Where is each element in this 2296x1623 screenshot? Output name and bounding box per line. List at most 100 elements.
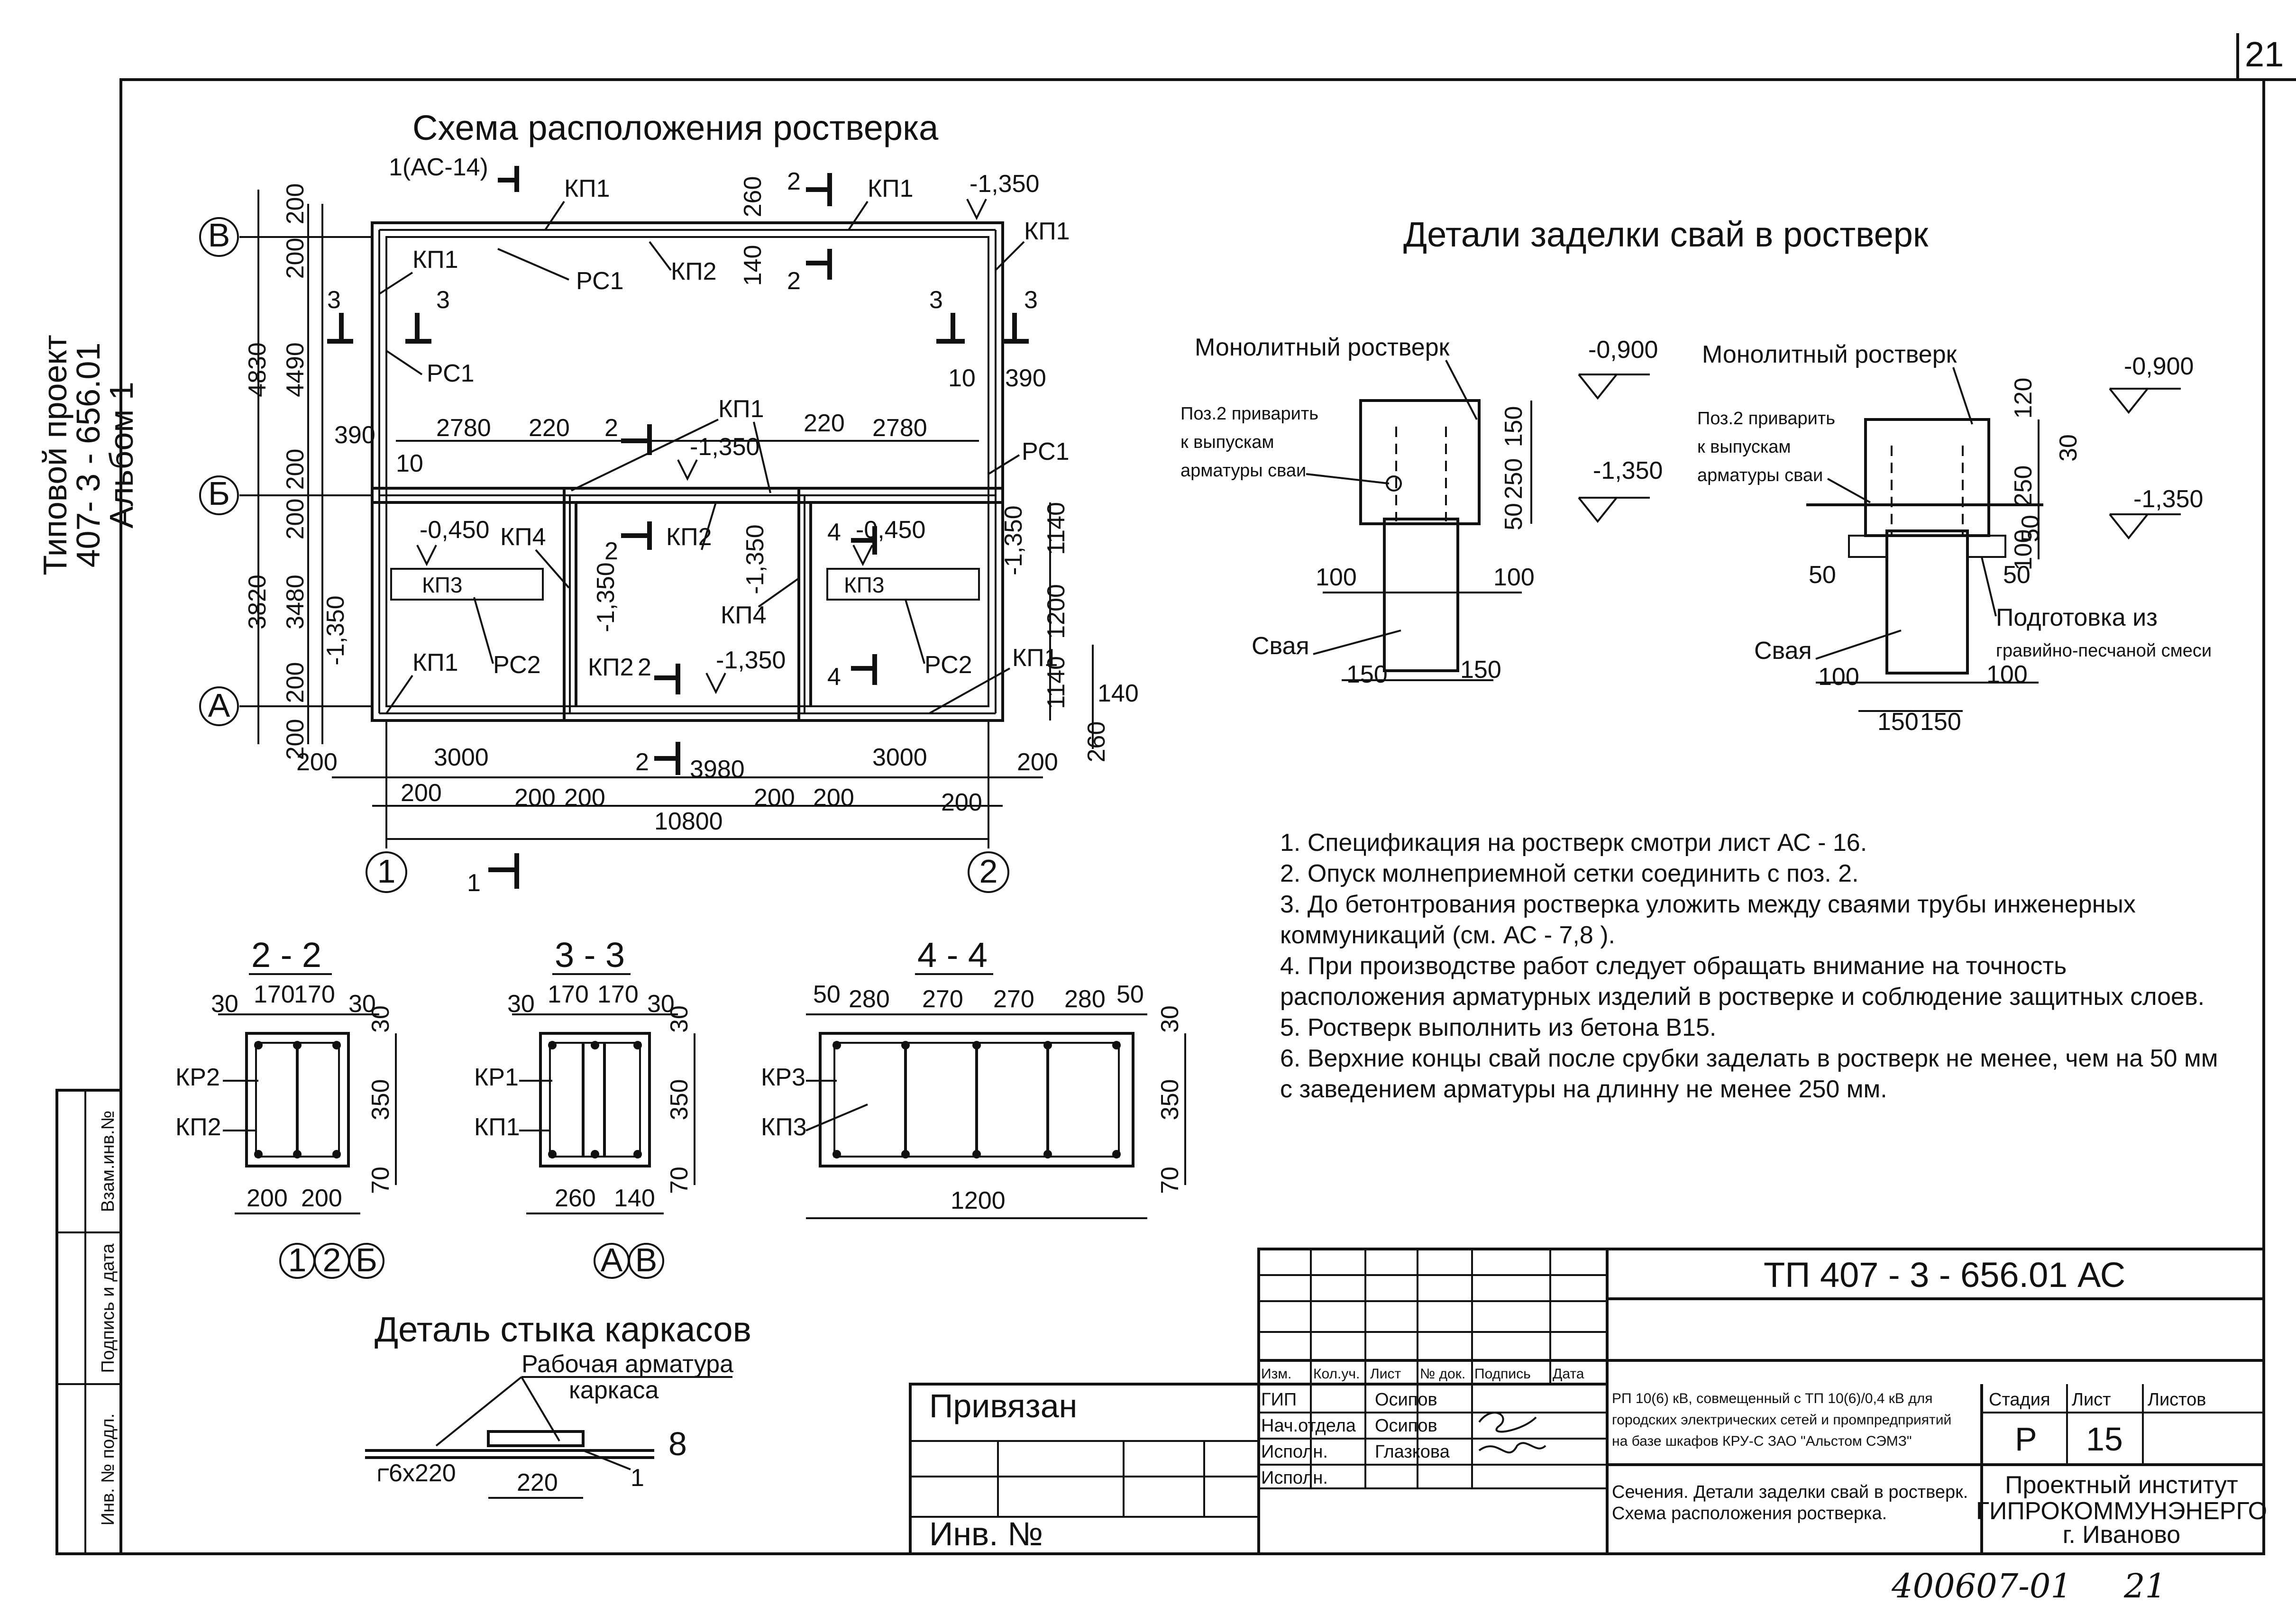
- role-ispoln-2: Исполн.: [1261, 1468, 1328, 1488]
- dim-10-a: 10: [396, 450, 423, 477]
- label-kp1-f: КП1: [412, 649, 458, 676]
- sec44-d270-a: 270: [922, 985, 963, 1013]
- sec44-kp: КП3: [761, 1113, 807, 1141]
- left-dim-150: 150: [1500, 406, 1528, 447]
- sec33-d350: 350: [666, 1079, 693, 1121]
- note-6b: с заведением арматуры на длинну не менее…: [1280, 1076, 1887, 1103]
- note-2: 2. Опуск молнеприемной сетки соединить с…: [1280, 860, 1859, 887]
- sec4-a: 4: [827, 519, 841, 546]
- elev-plan-right: -1,350: [1000, 505, 1027, 575]
- list-value: 15: [2086, 1421, 2123, 1458]
- desc-3: на базе шкафов КРУ-С ЗАО "Альстом СЭМЗ": [1612, 1433, 1912, 1449]
- axis-1: 1: [377, 853, 396, 890]
- sec33-d170-b: 170: [597, 981, 639, 1008]
- sec22-d30-a: 30: [211, 990, 238, 1018]
- sec33-title: 3 - 3: [555, 935, 625, 975]
- label-kp2-b: КП2: [666, 523, 712, 551]
- dim-220-b: 220: [804, 410, 845, 437]
- dim-200-n: 200: [941, 789, 982, 816]
- sec3-left-a: 3: [327, 286, 341, 314]
- right-weld-1: Поз.2 приварить: [1697, 409, 1835, 429]
- stamp-code: ТП 407 - 3 - 656.01 АС: [1764, 1255, 2125, 1295]
- note-1: 1. Спецификация на ростверк смотри лист …: [1280, 829, 1867, 857]
- sec33-d30-b: 30: [647, 990, 675, 1018]
- left-dim-100-b: 100: [1493, 564, 1535, 591]
- dim-3000-a: 3000: [434, 744, 489, 771]
- sec44-d280-a: 280: [849, 985, 890, 1013]
- name-3: Глазкова: [1375, 1442, 1450, 1462]
- dim-200-f: 200: [282, 719, 309, 760]
- dim-3480: 3480: [282, 574, 309, 629]
- joint-bar: 6х220: [389, 1459, 456, 1487]
- sec44-d270-b: 270: [993, 985, 1034, 1013]
- left-monolith-label: Монолитный ростверк: [1195, 334, 1450, 361]
- label-kp2-c: КП2: [588, 654, 634, 681]
- label-kp1-a: КП1: [564, 175, 610, 202]
- dim-390-b: 390: [1005, 365, 1046, 392]
- inv-podl-label: Инв. № подл.: [98, 1413, 118, 1526]
- dim-200-l: 200: [754, 784, 795, 812]
- left-dim-250: 250: [1500, 458, 1528, 500]
- dim-220-a: 220: [529, 414, 570, 442]
- label-kp1-d: КП1: [412, 246, 458, 274]
- right-dim-100-a: 100: [1818, 663, 1859, 691]
- dim-140-b: 140: [739, 245, 767, 286]
- sec22-kr: КР2: [175, 1064, 220, 1091]
- sec22-kp: КП2: [175, 1113, 221, 1141]
- joint-mark: 8: [668, 1425, 687, 1462]
- label-rs1-c: РС1: [1022, 438, 1070, 465]
- dim-140-a: 140: [1098, 680, 1139, 707]
- joint-rebar-2: каркаса: [569, 1377, 659, 1404]
- sec33-d70: 70: [666, 1167, 693, 1194]
- left-dim-50: 50: [1500, 503, 1528, 530]
- handwritten-num: 21: [2123, 1567, 2166, 1605]
- sec2-inner: 2: [604, 538, 618, 565]
- sec2-top-b: 2: [787, 267, 801, 295]
- dim-200-i: 200: [401, 779, 442, 807]
- role-gip: ГИП: [1261, 1390, 1297, 1410]
- dim-10800: 10800: [654, 808, 723, 835]
- note-3a: 3. До бетонтрования ростверка уложить ме…: [1280, 891, 2136, 918]
- plan-drawing: Схема расположения ростверка В Б: [199, 108, 1139, 897]
- sec44-d50-b: 50: [1116, 981, 1144, 1008]
- section-mark-1-bottom: 1: [467, 869, 481, 897]
- sec3-left-b: 3: [436, 286, 450, 314]
- label-rs1-a: РС1: [576, 267, 624, 295]
- joint-detail: Деталь стыка каркасов Рабочая арматура к…: [365, 1310, 751, 1499]
- dim-200-m: 200: [813, 784, 854, 812]
- label-kp1-e: КП1: [718, 395, 764, 423]
- desc-2: городских электрических сетей и промпред…: [1612, 1412, 1951, 1428]
- details-title: Детали заделки свай в ростверк: [1403, 215, 1929, 254]
- elev-plan-kp4: -1,350: [592, 562, 620, 632]
- dim-3820: 3820: [244, 574, 271, 629]
- sec33-d30-v: 30: [666, 1005, 693, 1033]
- dim-200-g: 200: [296, 748, 338, 776]
- left-elev-0900: -0,900: [1588, 336, 1658, 364]
- col-koluch: Кол.уч.: [1313, 1366, 1360, 1382]
- org-line-3: г. Иваново: [2063, 1521, 2180, 1549]
- right-pile-label: Свая: [1754, 637, 1812, 665]
- right-elev-1350: -1,350: [2133, 485, 2203, 513]
- dim-260-b: 260: [739, 176, 767, 218]
- sec22-d30-b: 30: [348, 990, 376, 1018]
- col-list: Лист: [1370, 1366, 1401, 1382]
- elev-plan-left: -1,350: [322, 595, 349, 665]
- name-2: Осипов: [1375, 1416, 1437, 1436]
- elev-plan-mid: -1,350: [690, 433, 759, 461]
- label-kp1-g: КП1: [1012, 644, 1058, 672]
- label-rs2-b: РС2: [924, 651, 972, 679]
- privyazan-label: Привязан: [929, 1387, 1077, 1424]
- sec4-b: 4: [827, 663, 841, 691]
- section-mark-1-label: 1(АС-14): [389, 154, 488, 181]
- sec33-d170-a: 170: [548, 981, 589, 1008]
- sec22-d170-b: 170: [294, 981, 335, 1008]
- label-kp1-c: КП1: [1024, 218, 1070, 245]
- sec33-d260: 260: [555, 1185, 596, 1212]
- sec2-top-a: 2: [787, 168, 801, 195]
- sec22-d200-b: 200: [301, 1185, 342, 1212]
- sec44-d70: 70: [1156, 1167, 1184, 1194]
- sec44-d1200: 1200: [951, 1187, 1006, 1214]
- sec22-d200-a: 200: [247, 1185, 288, 1212]
- joint-title: Деталь стыка каркасов: [375, 1310, 751, 1349]
